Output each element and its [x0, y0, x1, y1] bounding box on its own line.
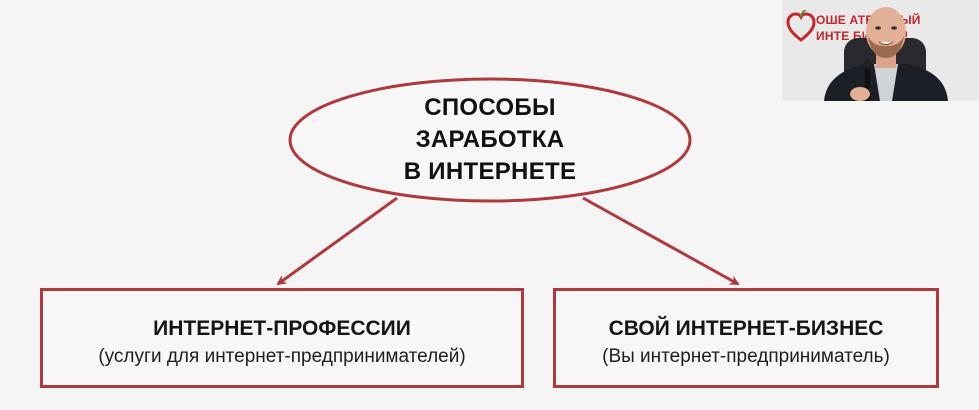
right-node-title: СВОЙ ИНТЕРНЕТ-БИЗНЕС	[608, 317, 884, 340]
center-node-title: СПОСОБЫ ЗАРАБОТКА В ИНТЕРНЕТЕ	[330, 92, 650, 188]
arrow-right	[582, 196, 740, 286]
arrow-left	[276, 196, 398, 286]
webcam-overlay: ОШЕ АТЕЛЬНЫЙ ИНТЕ БИЗНЕС!	[782, 0, 979, 101]
center-line-2: ЗАРАБОТКА	[415, 126, 565, 153]
left-node-subtitle: (услуги для интернет-предпринимателей)	[98, 346, 466, 367]
left-node-title: ИНТЕРНЕТ-ПРОФЕССИИ	[153, 317, 411, 340]
center-ellipse	[288, 77, 692, 203]
left-node-box: ИНТЕРНЕТ-ПРОФЕССИИ (услуги для интернет-…	[40, 288, 524, 388]
center-line-1: СПОСОБЫ	[424, 94, 556, 121]
right-node-box: СВОЙ ИНТЕРНЕТ-БИЗНЕС (Вы интернет-предпр…	[553, 288, 939, 388]
center-line-3: В ИНТЕРНЕТЕ	[403, 158, 577, 185]
presenter-figure	[824, 7, 948, 101]
heart-apple-icon	[786, 10, 816, 42]
right-node-subtitle: (Вы интернет-предприниматель)	[602, 346, 890, 367]
